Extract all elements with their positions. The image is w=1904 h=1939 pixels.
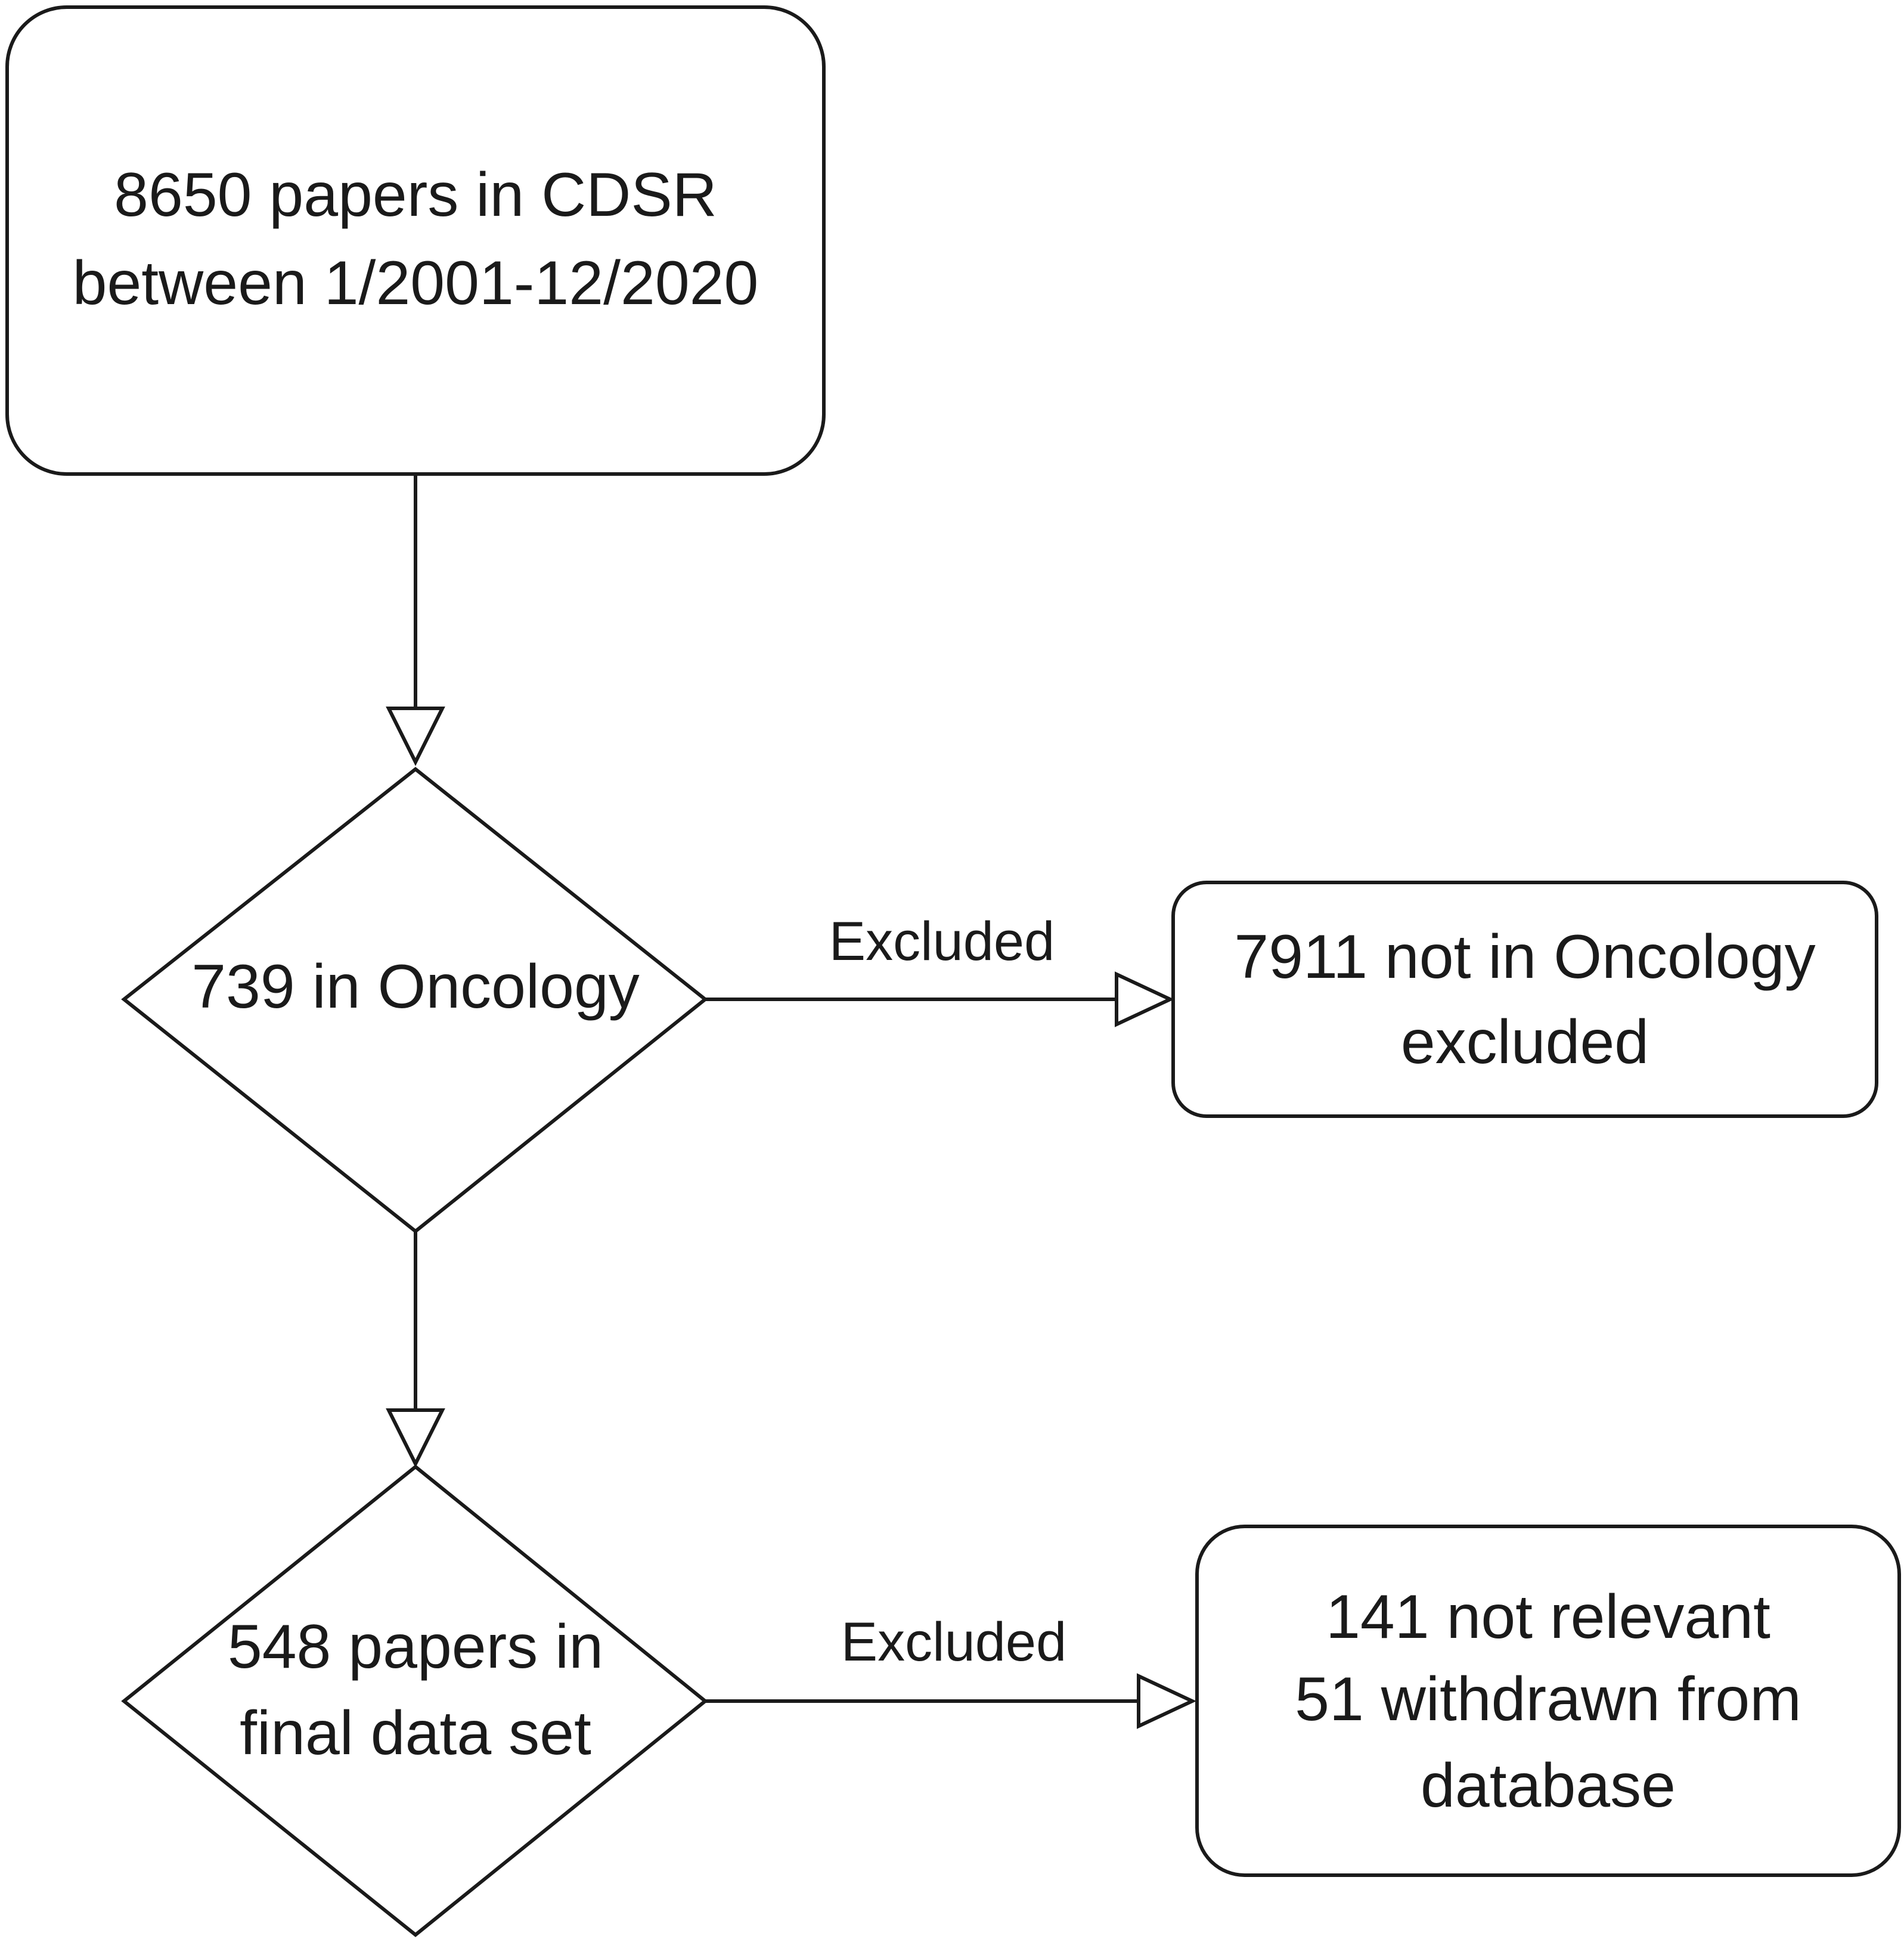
not-relevant-line-3: database [1421,1751,1676,1820]
not-relevant-node [1195,1525,1901,1877]
start-node-line-2: between 1/2001-12/2020 [73,249,759,318]
arrowhead-right-1 [1115,971,1175,1027]
edge-label-excluded-1: Excluded [829,911,1055,972]
edge-label-excluded-2: Excluded [841,1612,1066,1672]
start-node [5,5,826,476]
arrowhead-right-2 [1137,1673,1197,1729]
not-relevant-line-1: 141 not relevant [1326,1582,1770,1652]
oncology-decision-text: 739 in Oncology [191,952,640,1021]
final-decision-line-2: final data set [240,1699,591,1768]
not-oncology-line-1: 7911 not in Oncology [1234,922,1815,992]
arrowhead-down-2 [386,1408,445,1468]
not-oncology-line-2: excluded [1401,1008,1649,1077]
not-relevant-line-2: 51 withdrawn from [1295,1665,1801,1734]
final-decision-line-1: 548 papers in [228,1612,603,1681]
arrowhead-down-1 [386,707,445,766]
oncology-decision-diamond [121,767,708,1234]
start-node-line-1: 8650 papers in CDSR [114,160,717,230]
final-decision-diamond [121,1464,708,1937]
not-oncology-node [1171,881,1878,1118]
